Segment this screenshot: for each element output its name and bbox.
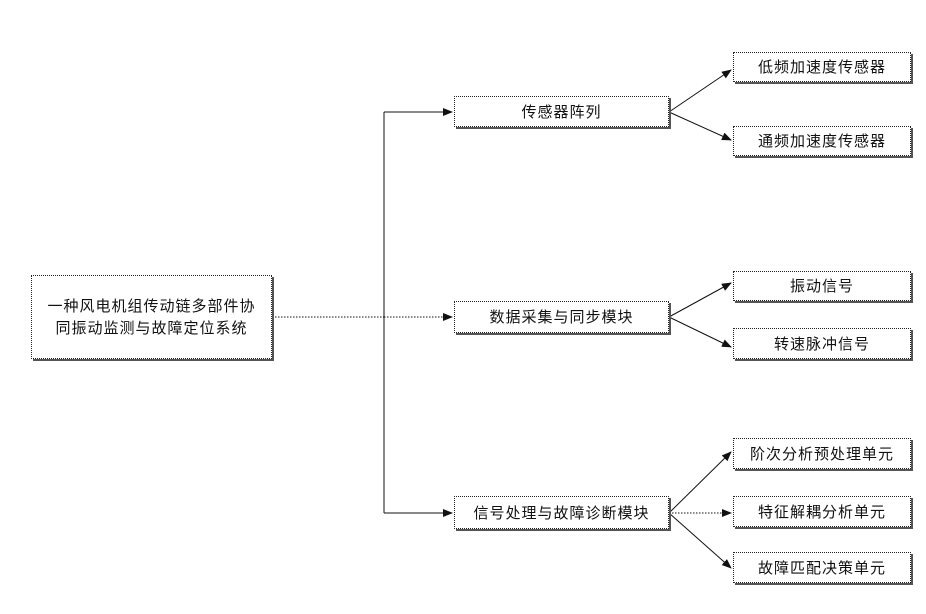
arrow-to-broadband-sensor [669,112,731,140]
root-system-box: 一种风电机组传动链多部件协 同振动监测与故障定位系统 [31,275,272,359]
leaf-label: 阶次分析预处理单元 [750,443,894,465]
module-label: 数据采集与同步模块 [489,306,633,328]
leaf-vibration-signal: 振动信号 [733,271,911,301]
leaf-label: 特征解耦分析单元 [758,501,886,523]
leaf-speed-pulse-signal: 转速脉冲信号 [733,328,911,359]
module-label: 传感器阵列 [521,101,601,123]
leaf-label: 振动信号 [790,275,854,297]
leaf-label: 低频加速度传感器 [758,56,886,78]
arrow-to-order-analysis [669,452,731,513]
leaf-feature-decoupling-unit: 特征解耦分析单元 [733,496,911,527]
leaf-order-analysis-unit: 阶次分析预处理单元 [733,438,911,469]
leaf-label: 转速脉冲信号 [774,333,870,355]
leaf-fault-matching-unit: 故障匹配决策单元 [733,552,911,583]
arrow-to-vibration-signal [669,283,731,317]
arrow-to-fault-matching [669,513,731,568]
module-sensor-array: 传感器阵列 [454,96,669,127]
module-data-acquisition: 数据采集与同步模块 [454,301,669,333]
leaf-low-freq-accelerometer: 低频加速度传感器 [733,52,911,82]
leaf-broadband-accelerometer: 通频加速度传感器 [733,126,911,156]
arrow-to-low-freq-sensor [669,70,731,112]
module-label: 信号处理与故障诊断模块 [473,502,649,524]
root-label-line1: 一种风电机组传动链多部件协 [47,295,255,317]
module-signal-diagnosis: 信号处理与故障诊断模块 [454,496,669,529]
leaf-label: 故障匹配决策单元 [758,557,886,579]
arrow-to-speed-pulse [669,317,731,347]
root-label-line2: 同振动监测与故障定位系统 [47,317,255,339]
leaf-label: 通频加速度传感器 [758,130,886,152]
